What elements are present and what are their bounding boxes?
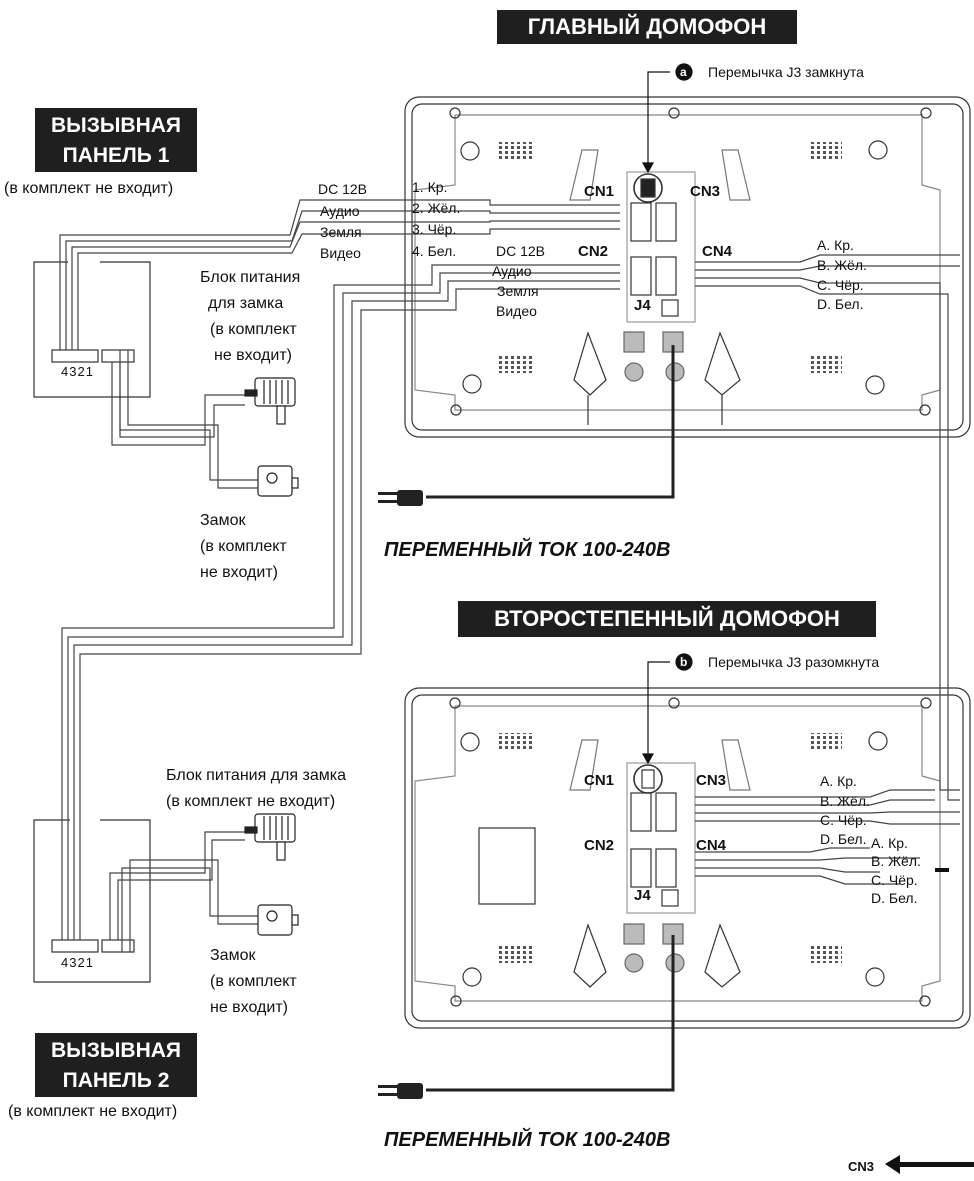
jumper-b-note: Перемычка J3 разомкнута bbox=[708, 654, 880, 670]
sec-cn4-wire-4: D. Бел. bbox=[871, 890, 918, 906]
main-cn1-wire-2: 2. Жёл. bbox=[412, 200, 461, 216]
main-cn1-wire-1: 1. Кр. bbox=[412, 179, 448, 195]
panel1-signal-2: Аудио bbox=[320, 203, 360, 219]
jumper-a-note: Перемычка J3 замкнута bbox=[708, 64, 864, 80]
main-cn4-label: CN4 bbox=[702, 243, 733, 260]
lock-1-icon bbox=[257, 465, 299, 497]
plug-secondary-icon bbox=[397, 1083, 423, 1099]
panel2-pin-label: 4321 bbox=[61, 955, 94, 970]
panel1-lock-label-1: Замок bbox=[200, 512, 246, 529]
call-panel-1-box bbox=[33, 261, 151, 398]
call-panel-2-title-line2: ПАНЕЛЬ 2 bbox=[62, 1069, 170, 1092]
cn3-arrow-icon bbox=[885, 1155, 974, 1174]
main-cn1-label: CN1 bbox=[584, 183, 615, 200]
panel1-signal-1: DC 12В bbox=[318, 181, 368, 197]
jumper-a-marker: a bbox=[680, 65, 687, 79]
panel1-psu-label-2: для замка bbox=[208, 295, 284, 312]
sec-cn4-label: CN4 bbox=[696, 837, 727, 854]
sec-cn3-wire-3: C. Чёр. bbox=[820, 812, 867, 828]
call-panel-2-note: (в комплект не входит) bbox=[8, 1103, 178, 1120]
sec-cn4-wire-1: A. Кр. bbox=[871, 835, 908, 851]
main-cn2-label: CN2 bbox=[578, 243, 609, 260]
psu-adapter-1-icon bbox=[244, 377, 296, 425]
panel2-psu-label-2: (в комплект не входит) bbox=[166, 793, 336, 810]
call-panel-1-title-line2: ПАНЕЛЬ 1 bbox=[62, 144, 170, 167]
panel1-psu-label-4: не входит) bbox=[214, 347, 292, 364]
main-cn2-wire-1: DC 12В bbox=[496, 243, 546, 259]
panel1-lock-label-2: (в комплект bbox=[200, 538, 287, 555]
sec-cn3-wire-4: D. Бел. bbox=[820, 831, 867, 847]
panel1-psu-label-1: Блок питания bbox=[200, 269, 301, 286]
main-cn2-wire-2: Аудио bbox=[492, 263, 532, 279]
main-cn1-wire-4: 4. Бел. bbox=[412, 243, 457, 259]
panel1-psu-label-3: (в комплект bbox=[210, 321, 297, 338]
secondary-monitor-title: ВТОРОСТЕПЕННЫЙ ДОМОФОН bbox=[458, 601, 876, 637]
main-cn3-label: CN3 bbox=[690, 183, 721, 200]
main-power-label: ПЕРЕМЕННЫЙ ТОК 100-240В bbox=[384, 539, 671, 561]
sec-cn2-label: CN2 bbox=[584, 837, 615, 854]
plug-main-icon bbox=[397, 490, 423, 506]
sec-cn1-label: CN1 bbox=[584, 772, 615, 789]
panel2-lock-label-1: Замок bbox=[210, 947, 256, 964]
call-panel-1-title: ВЫЗЫВНАЯ ПАНЕЛЬ 1 bbox=[35, 108, 197, 172]
main-j4-label: J4 bbox=[634, 297, 651, 314]
sec-cn3-label: CN3 bbox=[696, 772, 727, 789]
sec-cn3-wire-1: A. Кр. bbox=[820, 773, 857, 789]
main-cn4-wire-3: C. Чёр. bbox=[817, 277, 864, 293]
jumper-b-marker: b bbox=[680, 655, 688, 669]
panel2-lock-label-2: (в комплект bbox=[210, 973, 297, 990]
panel1-signal-3: Земля bbox=[320, 224, 362, 240]
main-cn4-wire-1: A. Кр. bbox=[817, 237, 854, 253]
secondary-power-label: ПЕРЕМЕННЫЙ ТОК 100-240В bbox=[384, 1129, 671, 1151]
main-cn2-wire-4: Видео bbox=[496, 303, 537, 319]
secondary-monitor-body bbox=[404, 687, 971, 1029]
main-monitor-body bbox=[404, 96, 971, 438]
call-panel-1-title-line1: ВЫЗЫВНАЯ bbox=[50, 114, 182, 137]
psu-adapter-2-icon bbox=[244, 813, 296, 861]
call-panel-1-note: (в комплект не входит) bbox=[4, 180, 174, 197]
main-cn4-wire-2: B. Жёл. bbox=[817, 257, 867, 273]
lock-2-icon bbox=[257, 904, 299, 936]
main-cn2-wire-3: Земля bbox=[497, 283, 539, 299]
main-cn1-wire-3: 3. Чёр. bbox=[412, 221, 457, 237]
footer-arrow-label: CN3 bbox=[848, 1159, 875, 1174]
sec-cn4-wire-3: C. Чёр. bbox=[871, 872, 918, 888]
main-cn4-wire-4: D. Бел. bbox=[817, 296, 864, 312]
sec-j4-label: J4 bbox=[634, 887, 651, 904]
sec-cn3-wire-2: B. Жёл. bbox=[820, 793, 870, 809]
call-panel-2-title-line1: ВЫЗЫВНАЯ bbox=[50, 1039, 182, 1062]
panel2-lock-label-3: не входит) bbox=[210, 999, 288, 1016]
panel1-lock-label-3: не входит) bbox=[200, 564, 278, 581]
panel2-psu-label-1: Блок питания для замка bbox=[166, 767, 346, 784]
main-monitor-title: ГЛАВНЫЙ ДОМОФОН bbox=[497, 10, 797, 44]
panel1-signal-4: Видео bbox=[320, 245, 361, 261]
panel1-pin-label: 4321 bbox=[61, 364, 94, 379]
sec-cn4-wire-2: B. Жёл. bbox=[871, 853, 921, 869]
call-panel-2-title: ВЫЗЫВНАЯ ПАНЕЛЬ 2 bbox=[35, 1033, 197, 1097]
